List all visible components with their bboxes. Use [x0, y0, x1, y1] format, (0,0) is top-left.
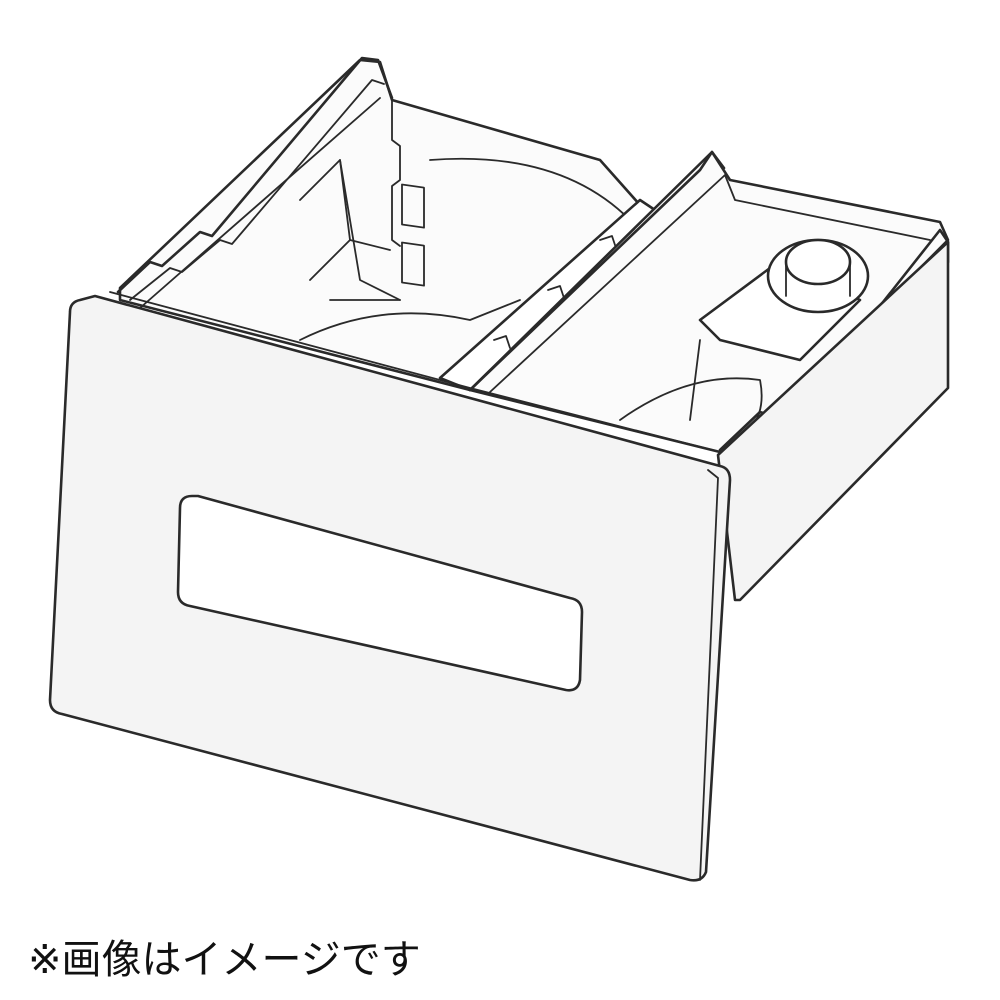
- dispenser-drawer-illustration: [48, 56, 950, 882]
- drawer-handle-recess: [176, 494, 584, 692]
- drawer-side-wall: [716, 240, 950, 602]
- left-compartment: [116, 56, 642, 392]
- image-caption: ※画像はイメージです: [28, 937, 421, 983]
